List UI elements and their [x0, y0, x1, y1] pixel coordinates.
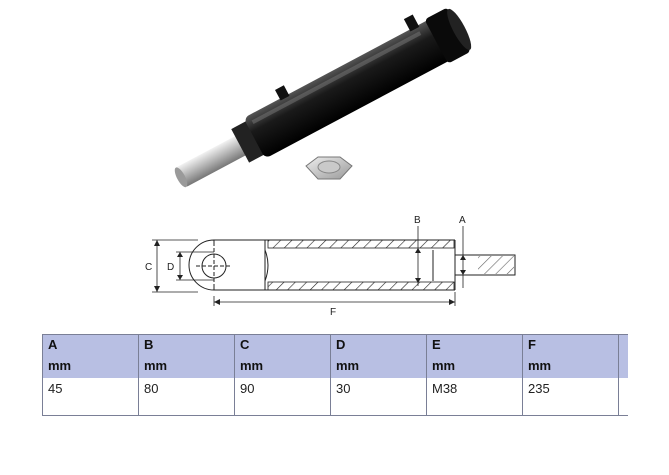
- cylinder-image: [174, 8, 472, 188]
- cell-d: 30: [330, 378, 427, 416]
- cell-c: 90: [234, 378, 331, 416]
- cell-e: M38: [426, 378, 523, 416]
- cell-f: 235: [522, 378, 619, 416]
- technical-drawing: C D B A F: [145, 215, 516, 318]
- cell-extra: [618, 378, 628, 416]
- dim-label-a: A: [459, 215, 466, 226]
- dim-label-f: F: [330, 307, 336, 318]
- piston-rod: [176, 133, 251, 187]
- header-extra: [618, 334, 628, 378]
- dim-label-c: C: [145, 262, 152, 273]
- dim-label-b: B: [414, 215, 421, 226]
- cell-a: 45: [42, 378, 139, 416]
- cell-b: 80: [138, 378, 235, 416]
- cylinder-body: [245, 19, 453, 157]
- dim-label-d: D: [167, 262, 174, 273]
- table-row: 45 80 90 30 M38 235: [42, 378, 628, 416]
- hex-nut-image: [305, 156, 353, 180]
- product-photo: [174, 8, 472, 188]
